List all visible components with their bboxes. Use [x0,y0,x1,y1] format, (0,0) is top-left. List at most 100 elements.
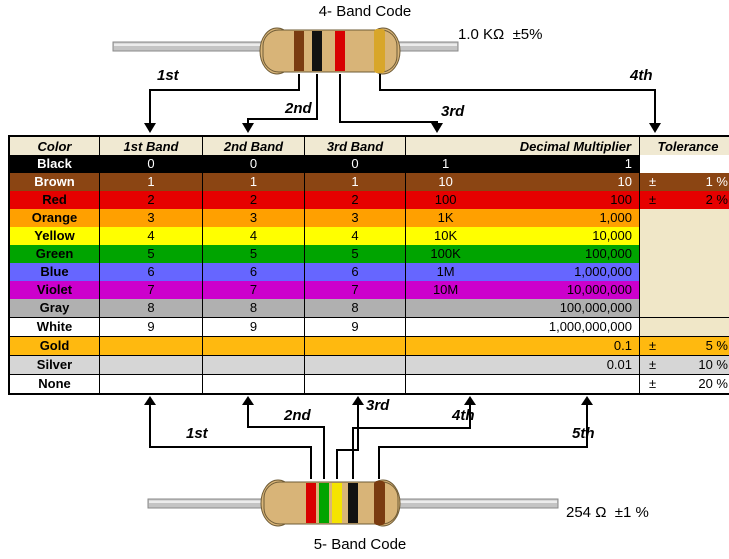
arrowhead-icon [352,396,364,405]
band-yellow-icon [332,483,342,523]
label-3rd-top: 3rd [441,103,465,120]
arrow-2nd-bottom [247,404,325,479]
label-5th-bottom: 5th [572,425,595,442]
multiplier-cell: 0.01 [405,355,640,375]
tolerance-sign: ± [649,357,657,372]
resistor-lead [147,498,267,509]
five-band-resistor [147,479,559,527]
tolerance-cell [639,281,729,299]
arrowhead-icon [464,396,476,405]
band2-value: 1 [202,173,305,191]
tolerance-value: 20 % [698,376,728,391]
band3-value: 6 [304,263,406,281]
tolerance-cell [639,155,729,173]
band2-value: 0 [202,155,305,173]
band1-value: 5 [99,245,203,263]
band1-value: 9 [99,317,203,337]
resistor-lead [395,498,559,509]
tolerance-cell [639,209,729,227]
band1-value: 7 [99,281,203,299]
tolerance-sign: ± [649,338,657,353]
top-arrowheads [144,123,661,133]
arrowhead-icon [144,396,156,405]
multiplier-full: 100 [610,192,632,207]
band-black-icon [348,483,358,523]
tolerance-sign: ± [649,192,657,207]
band1-value [99,374,203,394]
band-red-icon [306,483,316,523]
band1-value: 8 [99,299,203,318]
arrow-1st-bottom [149,404,312,479]
multiplier-short [407,299,486,317]
multiplier-short: 1K [437,210,454,225]
band2-value: 8 [202,299,305,318]
band2-value [202,374,305,394]
band2-value: 5 [202,245,305,263]
label-2nd-bottom: 2nd [284,407,311,424]
bottom-arrows [149,404,588,479]
color-name: Red [9,191,100,209]
tolerance-cell: ±20 % [639,374,729,394]
band1-value: 6 [99,263,203,281]
multiplier-cell: 100,000,000 [405,299,640,318]
multiplier-full: 1,000 [599,210,632,225]
tolerance-value: 5 % [705,338,728,353]
band2-value: 9 [202,317,305,337]
multiplier-cell: 1,000,000,000 [405,317,640,337]
band2-value: 6 [202,263,305,281]
arrowhead-icon [649,123,661,133]
label-3rd-bottom: 3rd [366,397,390,414]
multiplier-short: 10 [438,174,453,189]
multiplier-cell: 100 100 [405,191,640,209]
color-name: Brown [9,173,100,191]
tolerance-sign: ± [649,376,657,391]
band-red-icon [335,31,345,71]
color-name: Silver [9,355,100,375]
band1-value [99,355,203,375]
multiplier-short [407,338,486,356]
band1-value: 2 [99,191,203,209]
multiplier-short [407,357,486,375]
column-header-1st-band: 1st Band [99,136,203,155]
label-1st-top: 1st [157,67,179,84]
band3-value: 8 [304,299,406,318]
multiplier-full: 1,000,000 [574,264,632,279]
band3-value: 1 [304,173,406,191]
color-name: White [9,317,100,337]
resistor-lead-highlight [397,500,557,503]
tolerance-cell: ±1 % [639,173,729,191]
band-black-icon [312,31,322,71]
column-header-color: Color [9,136,100,155]
multiplier-full: 0.1 [613,338,632,353]
multiplier-cell [405,374,640,394]
band2-value: 4 [202,227,305,245]
multiplier-short: 100 [434,192,457,207]
band3-value: 3 [304,209,406,227]
band1-value: 4 [99,227,203,245]
label-4th-bottom: 4th [452,407,475,424]
tolerance-cell: ±2 % [639,191,729,209]
bottom-arrowheads [144,396,593,405]
tolerance-cell: ±5 % [639,336,729,356]
tolerance-sign: ± [649,174,657,189]
label-4th-top: 4th [630,67,653,84]
band1-value [99,336,203,356]
arrow-3rd-top [339,74,438,124]
color-name: Green [9,245,100,263]
column-header-3rd-band: 3rd Band [304,136,406,155]
tolerance-cell [639,227,729,245]
